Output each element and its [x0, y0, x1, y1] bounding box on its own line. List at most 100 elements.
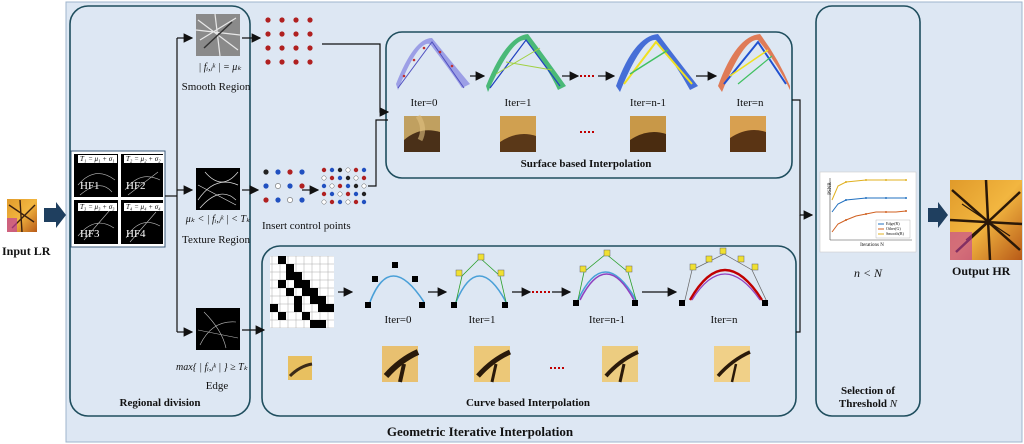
control-point: [353, 183, 359, 189]
control-point: [353, 199, 359, 205]
edge-pixel: [294, 296, 302, 304]
mini-chart-ylabel: PSNR: [827, 182, 833, 195]
surface-thumb-1: [500, 116, 536, 152]
curve-plot-1: [451, 253, 508, 308]
threshold-condition: n < N: [853, 266, 883, 280]
curve-thumb-0: [382, 346, 420, 383]
threshold-title-line2: Threshold N: [839, 398, 897, 410]
control-point: [345, 199, 351, 205]
edge-pixel: [318, 296, 326, 304]
curve-iter-n-1: Iter=n-1: [588, 314, 626, 326]
output-label: Output HR: [952, 264, 1011, 278]
smooth-formula: | fᵢ,ⱼᵏ | = μₖ: [198, 62, 242, 73]
curve-title: Curve based Interpolation: [465, 397, 591, 409]
control-point: [353, 167, 359, 173]
edge-pixel: [278, 280, 286, 288]
surface-thumb-n: [730, 116, 766, 152]
control-point: [321, 183, 327, 189]
surface-title: Surface based Interpolation: [520, 158, 652, 170]
edge-pixel: [294, 304, 302, 312]
control-point: [329, 199, 335, 205]
control-point: [329, 175, 335, 181]
control-point: [337, 191, 343, 197]
control-point: [337, 199, 343, 205]
hf2-label: HF2: [126, 180, 146, 192]
edge-pixel: [302, 280, 310, 288]
texture-region-label: Texture Region: [182, 234, 250, 246]
curve-iter-n: Iter=n: [710, 314, 738, 326]
edge-pixel: [302, 312, 310, 320]
input-label: Input LR: [2, 244, 51, 258]
mini-chart-legend-2: Other(G): [886, 226, 901, 231]
edge-label: Edge: [205, 380, 229, 392]
smooth-region-image: [195, 13, 241, 57]
texture-formula: μₖ < | fᵢ,ⱼᵏ | < Tₖ: [185, 214, 251, 225]
surface-thumb-n-1: [630, 116, 666, 152]
mini-chart-legend-1: Edge(R): [886, 221, 900, 226]
control-point: [321, 191, 327, 197]
mini-chart-legend-3: Smooth(B): [886, 231, 904, 236]
hf1-eq: T₁ = μ₁ + σ₁: [78, 155, 117, 163]
output-hr-image: [949, 179, 1023, 261]
mini-chart-xlabel: Iterations N: [860, 243, 884, 248]
control-point: [353, 175, 359, 181]
edge-pixel: [294, 280, 302, 288]
hf3-eq: T₃ = μ₃ + σ₃: [78, 203, 117, 211]
texture-region-image: [196, 168, 240, 210]
threshold-panel: [815, 5, 921, 417]
inserted-control-points: [321, 167, 367, 205]
edge-image: [196, 308, 240, 350]
smooth-region-label: Smooth Region: [181, 81, 251, 93]
edge-pixel: [278, 256, 286, 264]
edge-pixel: [294, 272, 302, 280]
surface-thumb-0: [404, 114, 440, 152]
main-title: Geometric Iterative Interpolation: [386, 424, 574, 439]
hf4-label: HF4: [126, 228, 146, 240]
hf4-eq: T₄ = μ₄ + σ₄: [124, 203, 163, 211]
edge-pixel: [286, 272, 294, 280]
input-arrow: [44, 202, 66, 228]
control-point: [361, 167, 367, 173]
edge-pixel-grid: [270, 256, 334, 328]
surface-iter-0: Iter=0: [410, 97, 438, 109]
input-lr-image: [7, 199, 37, 233]
edge-pixel: [302, 288, 310, 296]
curve-thumb-1: [474, 346, 512, 383]
curve-iter-0: Iter=0: [384, 314, 412, 326]
control-point: [361, 183, 367, 189]
control-point: [337, 167, 343, 173]
edge-pixel: [286, 288, 294, 296]
threshold-title-line1: Selection of: [840, 385, 896, 397]
edge-pixel: [310, 288, 318, 296]
control-point: [337, 175, 343, 181]
surface-plot-n: [718, 34, 790, 92]
texture-sample-points: [263, 169, 305, 203]
control-point: [321, 199, 327, 205]
surface-plot-1: [486, 34, 566, 92]
control-point: [353, 191, 359, 197]
hf-block: [70, 150, 166, 248]
edge-pixel: [318, 304, 326, 312]
hf3-label: HF3: [80, 228, 100, 240]
curve-thumb-small: [288, 356, 313, 380]
surface-plot-0: [396, 38, 470, 90]
curve-plot-n: [679, 247, 769, 306]
curve-thumb-n: [714, 346, 751, 383]
hf2-eq: T₂ = μ₂ + σ₂: [124, 155, 163, 163]
edge-pixel: [310, 320, 318, 328]
control-point: [321, 167, 327, 173]
hf1-label: HF1: [80, 180, 100, 192]
threshold-title-text: Threshold: [838, 398, 890, 410]
control-point: [321, 175, 327, 181]
edge-pixel: [310, 296, 318, 304]
control-point: [329, 191, 335, 197]
threshold-var: N: [889, 398, 898, 410]
edge-pixel: [326, 304, 334, 312]
surface-iter-n-1: Iter=n-1: [629, 97, 667, 109]
surface-iter-n: Iter=n: [736, 97, 764, 109]
control-point: [345, 191, 351, 197]
control-point: [361, 199, 367, 205]
control-point: [337, 183, 343, 189]
edge-formula: max{ | fᵢ,ⱼᵏ | } ≥ Tₖ: [176, 362, 248, 373]
control-point: [361, 175, 367, 181]
